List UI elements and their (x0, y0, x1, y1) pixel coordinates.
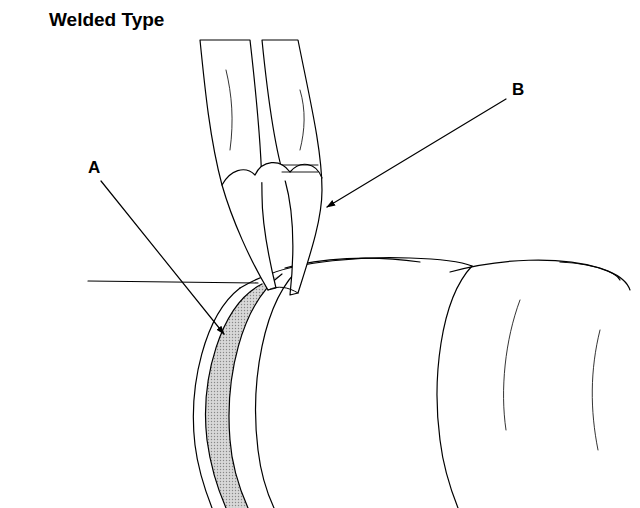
callout-letter: A (86, 158, 102, 178)
leader-line (101, 181, 224, 334)
diagram-title: Welded Type (49, 9, 164, 31)
callout-letter: B (510, 80, 526, 100)
ring-outer (193, 288, 240, 508)
reference-line (88, 281, 258, 283)
shade-line (504, 300, 520, 430)
ring-edge (206, 284, 262, 508)
body-face (256, 266, 302, 508)
cut-point (268, 287, 298, 293)
leader-line (327, 99, 506, 207)
cylinder-end (560, 262, 630, 290)
cylinder-top (450, 260, 620, 280)
shoulder-edge (437, 266, 472, 508)
cutting-pliers (200, 40, 322, 295)
shade-line (592, 330, 600, 450)
weld-band (206, 274, 282, 508)
